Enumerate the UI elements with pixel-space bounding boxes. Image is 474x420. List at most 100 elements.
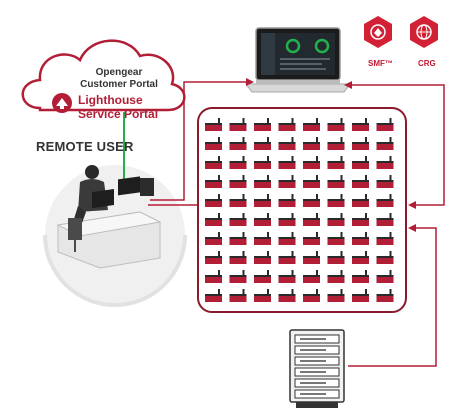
console-server-device: [303, 270, 320, 283]
console-server-device: [229, 137, 247, 150]
console-server-device: [205, 156, 222, 169]
console-server-device: [327, 289, 345, 302]
console-server-device: [327, 137, 345, 150]
console-server-device: [303, 118, 320, 131]
console-server-device: [254, 289, 271, 302]
server-unit-slot: [300, 393, 326, 395]
console-server-device: [205, 270, 222, 283]
smf-hand-shield-icon: [370, 24, 386, 40]
console-server-device: [376, 194, 394, 207]
console-server-device: [376, 137, 394, 150]
console-server-device: [205, 289, 222, 302]
console-server-device: [205, 251, 222, 264]
dashboard-gauge-icon: [285, 38, 301, 54]
console-server-device: [376, 270, 394, 283]
server-unit-slot: [300, 371, 326, 373]
console-server-device: [352, 251, 369, 264]
console-server-device: [352, 156, 369, 169]
console-server-device: [205, 118, 222, 131]
console-server-device: [278, 213, 296, 226]
console-server-device: [229, 270, 247, 283]
cloud-title-line1: Opengear: [95, 67, 143, 78]
console-server-device: [254, 270, 271, 283]
console-server-device: [254, 175, 271, 188]
remote-user-illustration: [56, 165, 162, 269]
console-server-device: [327, 194, 345, 207]
console-server-device: [205, 137, 222, 150]
console-server-device: [352, 137, 369, 150]
console-server-device: [303, 232, 320, 245]
console-server-device: [303, 175, 320, 188]
console-server-device: [278, 194, 296, 207]
cloud-title-line2: Customer Portal: [80, 79, 158, 90]
remote-user-label: REMOTE USER: [36, 139, 134, 154]
lighthouse-title-line2: Service Portal: [78, 107, 159, 121]
console-server-device: [352, 175, 369, 188]
console-server-device: [278, 156, 296, 169]
console-server-device: [327, 270, 345, 283]
console-server-device: [254, 118, 271, 131]
console-server-device: [303, 137, 320, 150]
console-server-device: [327, 213, 345, 226]
dashboard-gauge-icon: [314, 38, 330, 54]
console-server-device: [205, 194, 222, 207]
console-server-device: [352, 289, 369, 302]
console-server-device: [229, 213, 247, 226]
console-server-device: [205, 213, 222, 226]
device-grid: [205, 118, 394, 302]
crg-badge: [410, 16, 438, 48]
console-server-device: [278, 137, 296, 150]
device-grid-frame: [197, 107, 407, 313]
laptop-grid-connector: [352, 84, 445, 206]
console-server-device: [229, 156, 247, 169]
server-grid-connector: [348, 227, 437, 367]
lighthouse-title-line1: Lighthouse: [78, 93, 143, 107]
server-unit-slot: [300, 349, 326, 351]
console-server-device: [376, 156, 394, 169]
lighthouse-logo-icon: [52, 93, 72, 113]
console-server-device: [352, 213, 369, 226]
console-server-device: [376, 232, 394, 245]
remote-user-backdrop-arc: [43, 234, 187, 307]
console-server-device: [327, 156, 345, 169]
console-server-device: [352, 232, 369, 245]
laptop-dashboard: [245, 27, 351, 93]
console-server-device: [303, 213, 320, 226]
console-server-device: [376, 289, 394, 302]
console-server-device: [205, 175, 222, 188]
console-server-device: [303, 289, 320, 302]
console-server-device: [229, 251, 247, 264]
user-laptop-connector: [150, 81, 246, 201]
console-server-device: [278, 270, 296, 283]
console-server-device: [376, 251, 394, 264]
console-server-device: [303, 251, 320, 264]
console-server-device: [229, 289, 247, 302]
console-server-device: [254, 251, 271, 264]
server-unit-slot: [300, 360, 326, 362]
customer-portal-cloud: [21, 39, 186, 112]
console-server-device: [376, 118, 394, 131]
console-server-device: [352, 194, 369, 207]
console-server-device: [205, 232, 222, 245]
console-server-device: [303, 194, 320, 207]
crg-badge-label: CRG: [418, 59, 436, 68]
console-server-device: [254, 213, 271, 226]
console-server-device: [352, 118, 369, 131]
console-server-device: [278, 118, 296, 131]
console-server-device: [278, 289, 296, 302]
connectors: [148, 78, 445, 367]
smf-badge: [364, 16, 392, 48]
console-server-device: [376, 175, 394, 188]
console-server-device: [327, 251, 345, 264]
console-server-device: [254, 232, 271, 245]
console-server-device: [327, 232, 345, 245]
console-server-device: [327, 118, 345, 131]
console-server-device: [229, 232, 247, 245]
smf-badge-label: SMF™: [368, 59, 393, 68]
console-server-device: [303, 156, 320, 169]
console-server-device: [229, 175, 247, 188]
console-server-device: [229, 118, 247, 131]
console-server-device: [278, 175, 296, 188]
console-server-device: [352, 270, 369, 283]
console-server-device: [254, 156, 271, 169]
